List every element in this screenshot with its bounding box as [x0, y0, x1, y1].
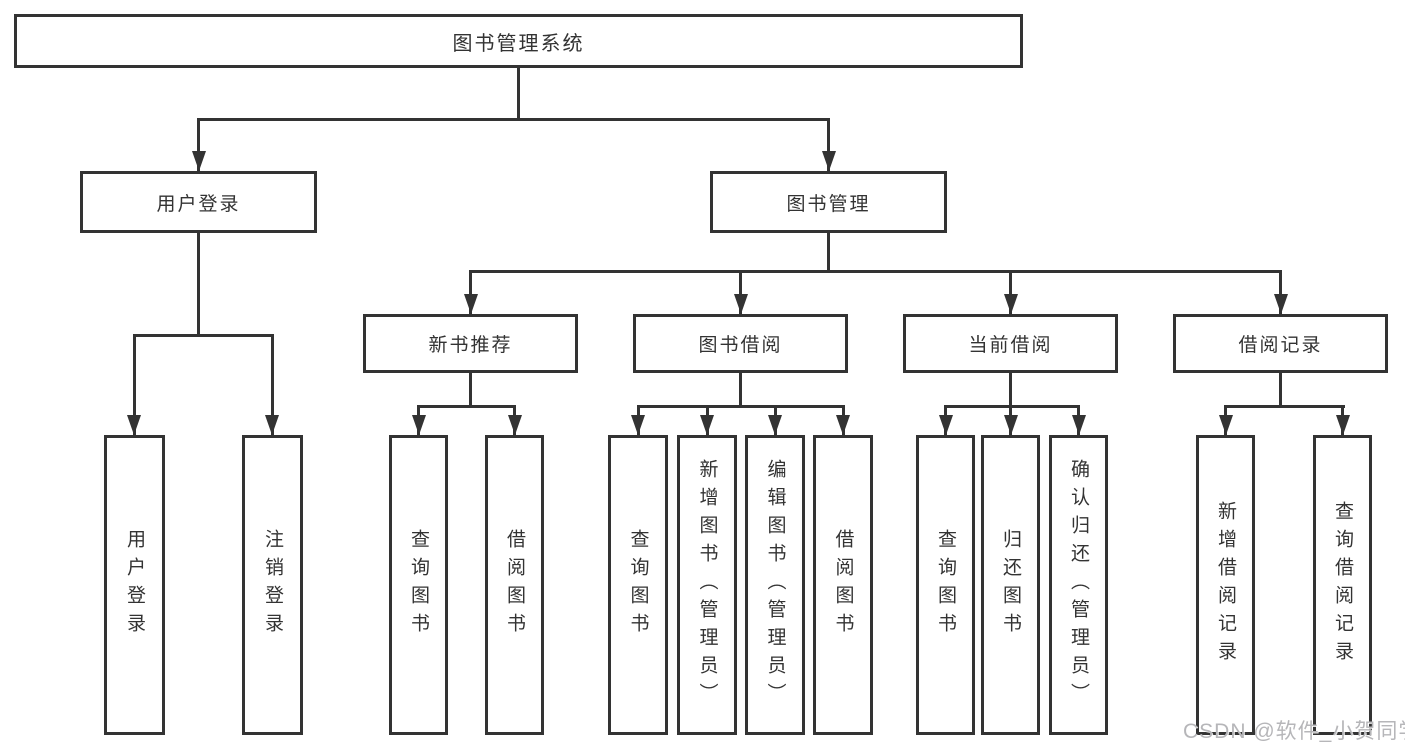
leaf-logout: 注销登录: [242, 435, 303, 735]
connector-line: [197, 118, 830, 121]
leaf-label: 查询图书: [627, 529, 649, 641]
leaf-query-books-current: 查询图书: [916, 435, 975, 735]
down-arrow: [1003, 408, 1019, 435]
down-arrow: [191, 121, 207, 171]
node-root: 图书管理系统: [14, 14, 1023, 68]
leaf-add-books-admin: 新增图书（管理员）: [677, 435, 737, 735]
down-arrow: [733, 273, 749, 314]
node-current-borrowing: 当前借阅: [903, 314, 1118, 373]
leaf-borrow-books: 借阅图书: [813, 435, 873, 735]
node-book-borrowing: 图书借阅: [633, 314, 848, 373]
leaf-query-books-borrowing: 查询图书: [608, 435, 668, 735]
connector-line: [944, 405, 1080, 408]
down-arrow: [463, 273, 479, 314]
leaf-label: 查询图书: [935, 529, 956, 641]
down-arrow: [411, 408, 427, 435]
down-arrow: [821, 121, 837, 171]
leaf-label: 新增图书（管理员）: [696, 459, 718, 711]
connector-line: [517, 68, 520, 121]
leaf-query-books-recommend: 查询图书: [389, 435, 448, 735]
node-user-login: 用户登录: [80, 171, 317, 233]
leaf-return-books: 归还图书: [981, 435, 1040, 735]
leaf-label: 借阅图书: [504, 529, 525, 641]
connector-line: [636, 405, 845, 408]
connector-line: [827, 233, 830, 273]
leaf-label: 注销登录: [262, 529, 283, 641]
connector-line: [197, 233, 200, 337]
down-arrow: [1071, 408, 1087, 435]
down-arrow: [1335, 408, 1351, 435]
leaf-label: 确认归还（管理员）: [1068, 459, 1089, 711]
leaf-label: 用户登录: [124, 529, 145, 641]
connector-line: [1009, 373, 1012, 408]
connector-line: [417, 405, 516, 408]
down-arrow: [1218, 408, 1234, 435]
leaf-label: 编辑图书（管理员）: [764, 459, 786, 711]
down-arrow: [630, 408, 646, 435]
leaf-label: 新增借阅记录: [1215, 501, 1236, 669]
down-arrow: [507, 408, 523, 435]
connector-line: [1224, 405, 1345, 408]
connector-line: [1279, 373, 1282, 408]
leaf-query-borrow-record: 查询借阅记录: [1313, 435, 1372, 735]
down-arrow: [835, 408, 851, 435]
connector-line: [469, 270, 1282, 273]
leaf-label: 借阅图书: [832, 529, 854, 641]
down-arrow: [699, 408, 715, 435]
leaf-add-borrow-record: 新增借阅记录: [1196, 435, 1255, 735]
leaf-confirm-return-admin: 确认归还（管理员）: [1049, 435, 1108, 735]
leaf-borrow-books-recommend: 借阅图书: [485, 435, 544, 735]
connector-line: [469, 373, 472, 408]
leaf-user-login: 用户登录: [104, 435, 165, 735]
down-arrow: [1003, 273, 1019, 314]
down-arrow: [767, 408, 783, 435]
node-new-book-recommend: 新书推荐: [363, 314, 578, 373]
csdn-watermark: CSDN @软件_小贺同学: [1183, 720, 1405, 743]
leaf-label: 归还图书: [1000, 529, 1021, 641]
leaf-edit-books-admin: 编辑图书（管理员）: [745, 435, 805, 735]
down-arrow: [1273, 273, 1289, 314]
node-borrowing-records: 借阅记录: [1173, 314, 1388, 373]
leaf-label: 查询借阅记录: [1332, 501, 1353, 669]
down-arrow: [126, 337, 142, 435]
down-arrow: [938, 408, 954, 435]
leaf-label: 查询图书: [408, 529, 429, 641]
down-arrow: [264, 337, 280, 435]
connector-line: [739, 373, 742, 408]
node-book-management: 图书管理: [710, 171, 947, 233]
connector-line: [132, 334, 274, 337]
